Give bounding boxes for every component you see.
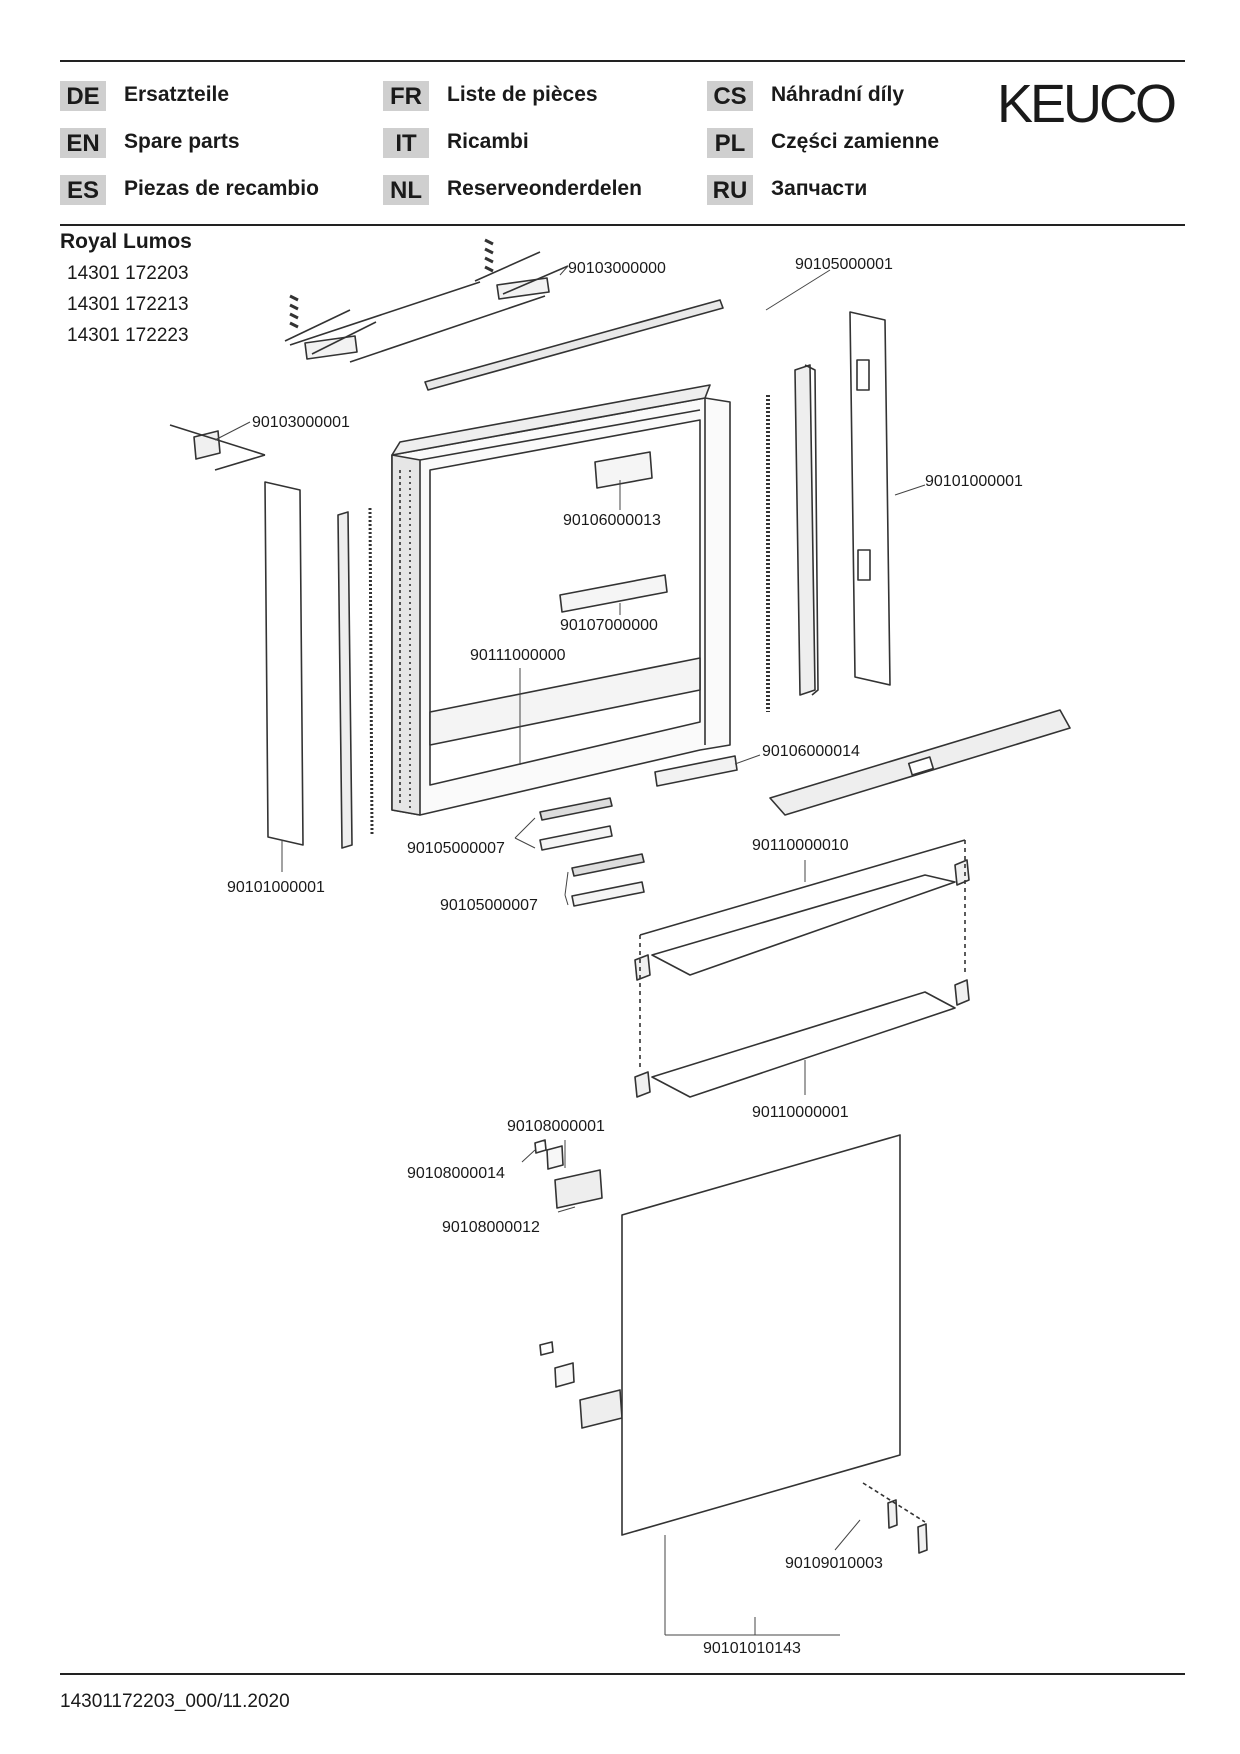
lang-name-nl: Reserveonderdelen [447, 177, 642, 200]
part-label-1: 90103000000 [568, 260, 666, 277]
left-side-profile [337, 511, 353, 849]
hinge-upper [554, 1169, 603, 1209]
article-number-1: 14301 172203 [67, 263, 189, 284]
top-cover-strip [424, 299, 724, 391]
side-mount-bracket [193, 430, 221, 460]
top-mount-brackets [284, 238, 569, 363]
part-label-12: 90105000007 [440, 897, 538, 914]
small-profile-1a [539, 797, 613, 821]
power-supply-middle [559, 574, 668, 613]
lang-code-en: EN [60, 128, 106, 158]
part-label-14: 90108000001 [507, 1118, 605, 1135]
small-profile-2b [571, 881, 645, 907]
door-magnet-clip-b [917, 1523, 928, 1554]
lang-code-cs: CS [707, 81, 753, 111]
header-bottom-rule [60, 224, 1185, 226]
door-magnet-clip-a [887, 1499, 898, 1529]
lang-code-nl: NL [383, 175, 429, 205]
glass-shelf-upper [651, 874, 956, 976]
small-profile-1b [539, 825, 613, 851]
lang-name-it: Ricambi [447, 130, 529, 153]
part-label-10: 90110000010 [752, 837, 849, 854]
part-label-9: 90105000007 [407, 840, 505, 857]
footer-rule [60, 1673, 1185, 1675]
right-mirror-panel [849, 311, 891, 686]
lang-name-de: Ersatzteile [124, 83, 230, 106]
keuco-logo: KEUCO [997, 74, 1177, 134]
power-supply-top [594, 451, 653, 489]
part-label-18: 90101010143 [703, 1640, 801, 1657]
hinge-lower [579, 1389, 623, 1429]
header-top-rule [60, 60, 1185, 62]
lang-code-ru: RU [707, 175, 753, 205]
switch-module [654, 755, 738, 787]
document-id: 14301172203_000/11.2020 [60, 1691, 290, 1712]
left-mirror-panel [264, 481, 304, 846]
part-label-3: 90103000001 [252, 414, 350, 431]
lang-name-fr: Liste de pièces [447, 83, 598, 106]
part-label-16: 90108000012 [442, 1219, 540, 1236]
lang-name-en: Spare parts [124, 130, 240, 153]
lang-code-de: DE [60, 81, 106, 111]
mirror-door [621, 1134, 901, 1536]
part-label-11: 90101000001 [227, 879, 325, 896]
lang-code-es: ES [60, 175, 106, 205]
part-label-4: 90101000001 [925, 473, 1023, 490]
product-name: Royal Lumos [60, 230, 192, 253]
part-label-13: 90110000001 [752, 1104, 849, 1121]
part-label-17: 90109010003 [785, 1555, 883, 1572]
part-label-8: 90106000014 [762, 743, 860, 760]
lang-name-pl: Części zamienne [771, 130, 940, 153]
article-number-2: 14301 172213 [67, 294, 189, 315]
right-side-profile [794, 364, 816, 696]
part-label-5: 90106000013 [563, 512, 661, 529]
glass-shelf-lower [651, 991, 956, 1098]
part-label-15: 90108000014 [407, 1165, 505, 1182]
small-profile-2a [571, 853, 645, 877]
article-number-3: 14301 172223 [67, 325, 189, 346]
lang-code-fr: FR [383, 81, 429, 111]
part-label-2: 90105000001 [795, 256, 893, 273]
part-label-7: 90111000000 [470, 647, 566, 664]
lang-code-it: IT [383, 128, 429, 158]
lang-name-es: Piezas de recambio [124, 177, 319, 200]
lang-name-cs: Náhradní díly [771, 83, 905, 106]
part-label-6: 90107000000 [560, 617, 658, 634]
lang-code-pl: PL [707, 128, 753, 158]
lang-name-ru: Запчасти [771, 177, 868, 200]
